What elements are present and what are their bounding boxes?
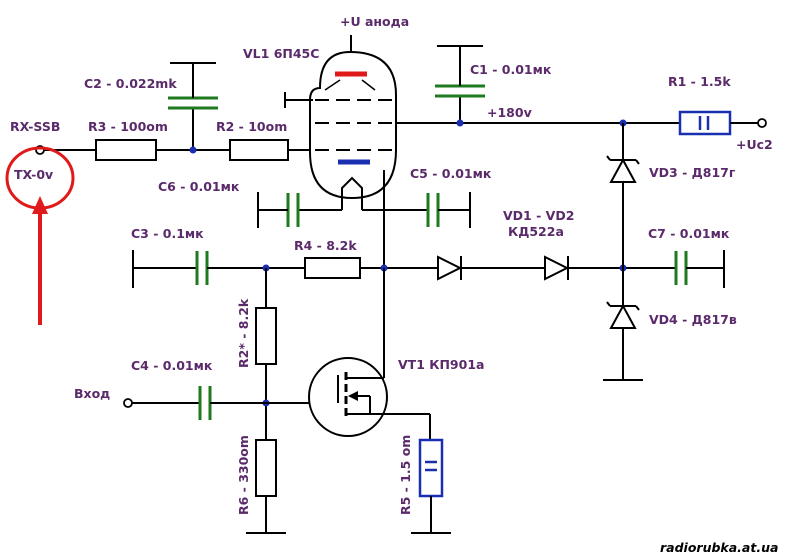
vhod-terminal (123, 398, 133, 408)
label-c2: C2 - 0.022mk (84, 76, 177, 91)
label-c7: C7 - 0.01мк (648, 226, 730, 241)
junction-c2 (189, 146, 197, 154)
site-watermark: radiorubka.at.ua (660, 540, 778, 555)
label-tx-0v: TX-0v (14, 167, 53, 182)
vd4-bar-ends (606, 301, 640, 311)
vt1-arrow (348, 391, 358, 401)
r3-resistor (95, 139, 157, 161)
label-vt1: VT1 КП901а (398, 357, 484, 372)
r2-resistor (229, 139, 289, 161)
r5-resistor (418, 438, 444, 498)
label-vd3: VD3 - Д817г (649, 165, 736, 180)
vd3-zener (609, 157, 637, 183)
junction-c1 (456, 119, 464, 127)
label-r1: R1 - 1.5k (668, 74, 731, 89)
vd3-bar-ends (606, 155, 640, 165)
label-c3: C3 - 0.1мк (131, 226, 204, 241)
vl1-heater (341, 176, 363, 198)
r2star-resistor (255, 307, 277, 365)
vd2-diode (544, 255, 570, 281)
label-r3: R3 - 100om (88, 119, 168, 134)
label-c5: C5 - 0.01мк (410, 166, 492, 181)
label-r2star: R2* - 8.2k (236, 298, 251, 368)
label-vd1-vd2: VD1 - VD2 (503, 208, 574, 223)
label-vl1: VL1 6П45С (243, 46, 319, 61)
label-c4: C4 - 0.01мк (131, 358, 213, 373)
vt1-mosfet-body (308, 357, 388, 437)
label-rx-ssb: RX-SSB (10, 119, 60, 134)
label-r2: R2 - 10om (216, 119, 287, 134)
label-c1: C1 - 0.01мк (470, 62, 552, 77)
r1-resistor (678, 110, 732, 136)
vd1-diode (437, 255, 463, 281)
tx-arrow-head (32, 196, 48, 214)
vd4-zener (609, 303, 637, 329)
label-vd4: VD4 - Д817в (649, 312, 737, 327)
label-kd522: КД522а (508, 224, 564, 239)
label-vhod: Вход (74, 386, 110, 401)
label-c6: C6 - 0.01мк (158, 179, 240, 194)
label-r6: R6 - 330om (236, 435, 251, 515)
label-r5: R5 - 1.5 om (398, 435, 413, 515)
label-u-anoda: +U анода (340, 14, 409, 29)
r4-resistor (304, 257, 361, 279)
label-r4: R4 - 8.2k (294, 238, 357, 253)
vl1-beam-form (324, 79, 376, 91)
r6-resistor (255, 439, 277, 497)
label-180v: +180v (487, 105, 532, 120)
label-uc2: +Uc2 (736, 137, 773, 152)
uc2-terminal (757, 118, 767, 128)
